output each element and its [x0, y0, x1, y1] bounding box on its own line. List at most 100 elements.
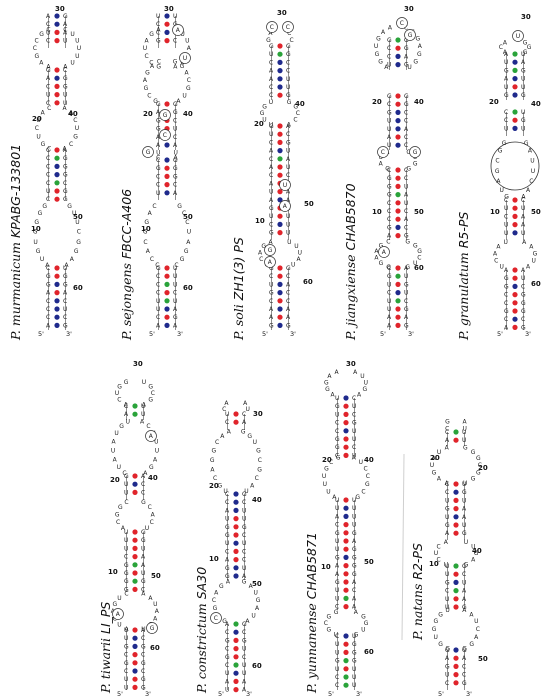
nucleotide: G — [438, 641, 443, 648]
nucleotide: G — [378, 58, 383, 65]
nucleotide: U — [462, 579, 466, 586]
nucleotide: C — [213, 475, 217, 482]
base-pair-dot — [395, 134, 401, 140]
nucleotide: G — [150, 625, 155, 632]
nucleotide: G — [219, 583, 224, 590]
nucleotide: G — [471, 449, 476, 456]
nucleotide: A — [504, 267, 509, 274]
nucleotide: C — [46, 27, 50, 34]
nucleotide: C — [363, 465, 367, 472]
base-pair-dot — [277, 59, 283, 65]
base-pair-dot — [277, 314, 283, 320]
nucleotide: C — [124, 591, 128, 598]
nucleotide: A — [445, 445, 450, 452]
nucleotide: U — [516, 33, 520, 40]
nucleotide: C — [404, 224, 408, 231]
base-pair-dot — [164, 165, 170, 171]
base-pair-dot — [54, 314, 60, 320]
nucleotide: U — [364, 380, 368, 387]
base-pair-dot — [395, 37, 401, 43]
nucleotide: G — [269, 205, 274, 212]
position-number: 40 — [472, 547, 482, 555]
nucleotide: G — [365, 481, 370, 488]
base-pair-dot — [132, 684, 138, 691]
nucleotide: A — [242, 678, 247, 685]
nucleotide: C — [329, 459, 333, 466]
position-number: 10 — [108, 568, 118, 576]
nucleotide: U — [352, 666, 356, 673]
nucleotide: G — [286, 43, 291, 50]
nucleotide: U — [72, 210, 76, 217]
nucleotide: U — [185, 38, 189, 45]
nucleotide: G — [386, 264, 391, 271]
nucleotide: A — [269, 180, 274, 187]
nucleotide: C — [112, 615, 116, 622]
base-pair-dot — [164, 21, 170, 27]
position-number: 50 — [183, 213, 193, 221]
nucleotide: U — [445, 571, 449, 578]
nucleotide: G — [286, 139, 291, 146]
base-pair-dot — [54, 265, 60, 271]
base-pair-dot — [512, 267, 518, 273]
five-prime-end: 5' — [438, 690, 444, 698]
nucleotide: A — [176, 27, 181, 34]
nucleotide: U — [36, 134, 40, 141]
nucleotide: U — [445, 607, 449, 614]
nucleotide: A — [146, 248, 151, 255]
base-pair-dot — [453, 588, 459, 594]
nucleotide: U — [173, 126, 177, 133]
three-prime-end: 3' — [356, 690, 362, 698]
nucleotide: C — [258, 457, 262, 464]
nucleotide: G — [352, 554, 357, 561]
nucleotide: G — [445, 579, 450, 586]
nucleotide: G — [438, 611, 443, 618]
base-pair-dot — [233, 621, 239, 627]
nucleotide: U — [33, 239, 37, 246]
nucleotide: A — [143, 77, 148, 84]
nucleotide: U — [445, 497, 449, 504]
nucleotide: U — [242, 516, 246, 523]
hairpin: GGUGCCACAUCUCGGAUCCGAUCAAUCCAGUAAAGGUUCU… — [258, 21, 302, 330]
nucleotide: A — [462, 655, 467, 662]
nucleotide: G — [177, 203, 182, 210]
base-pair-dot — [277, 43, 283, 49]
nucleotide: A — [187, 45, 192, 52]
nucleotide: C — [445, 680, 449, 687]
three-prime-end: 3' — [246, 690, 252, 698]
nucleotide: C — [404, 142, 408, 149]
nucleotide: U — [444, 561, 448, 568]
nucleotide: G — [33, 229, 38, 236]
position-number: 60 — [364, 648, 374, 656]
base-pair-dot — [343, 538, 349, 544]
nucleotide: G — [46, 273, 51, 280]
nucleotide: A — [141, 591, 146, 598]
nucleotide: U — [462, 522, 466, 529]
nucleotide: A — [184, 69, 189, 76]
nucleotide: C — [504, 109, 508, 116]
base-pair-dot — [132, 562, 138, 568]
nucleotide: U — [404, 273, 408, 280]
nucleotide: C — [46, 180, 50, 187]
nucleotide: G — [325, 386, 330, 393]
nucleotide: C — [147, 92, 151, 99]
nucleotide: C — [47, 146, 51, 153]
nucleotide: G — [474, 550, 479, 557]
nucleotide: G — [352, 563, 357, 570]
base-pair-dot — [233, 662, 239, 668]
nucleotide: C — [404, 25, 408, 32]
nucleotide: U — [156, 150, 160, 157]
nucleotide: C — [255, 475, 259, 482]
nucleotide: G — [225, 524, 230, 531]
nucleotide: G — [413, 160, 418, 167]
nucleotide: G — [261, 243, 266, 250]
nucleotide: U — [173, 13, 177, 20]
nucleotide: C — [269, 273, 273, 280]
nucleotide: G — [462, 604, 467, 611]
nucleotide: U — [323, 481, 327, 488]
nucleotide: C — [286, 290, 290, 297]
nucleotide: C — [445, 429, 449, 436]
nucleotide: A — [528, 148, 533, 155]
highlighted-nucleotide — [404, 29, 416, 41]
base-pair-dot — [277, 221, 283, 227]
